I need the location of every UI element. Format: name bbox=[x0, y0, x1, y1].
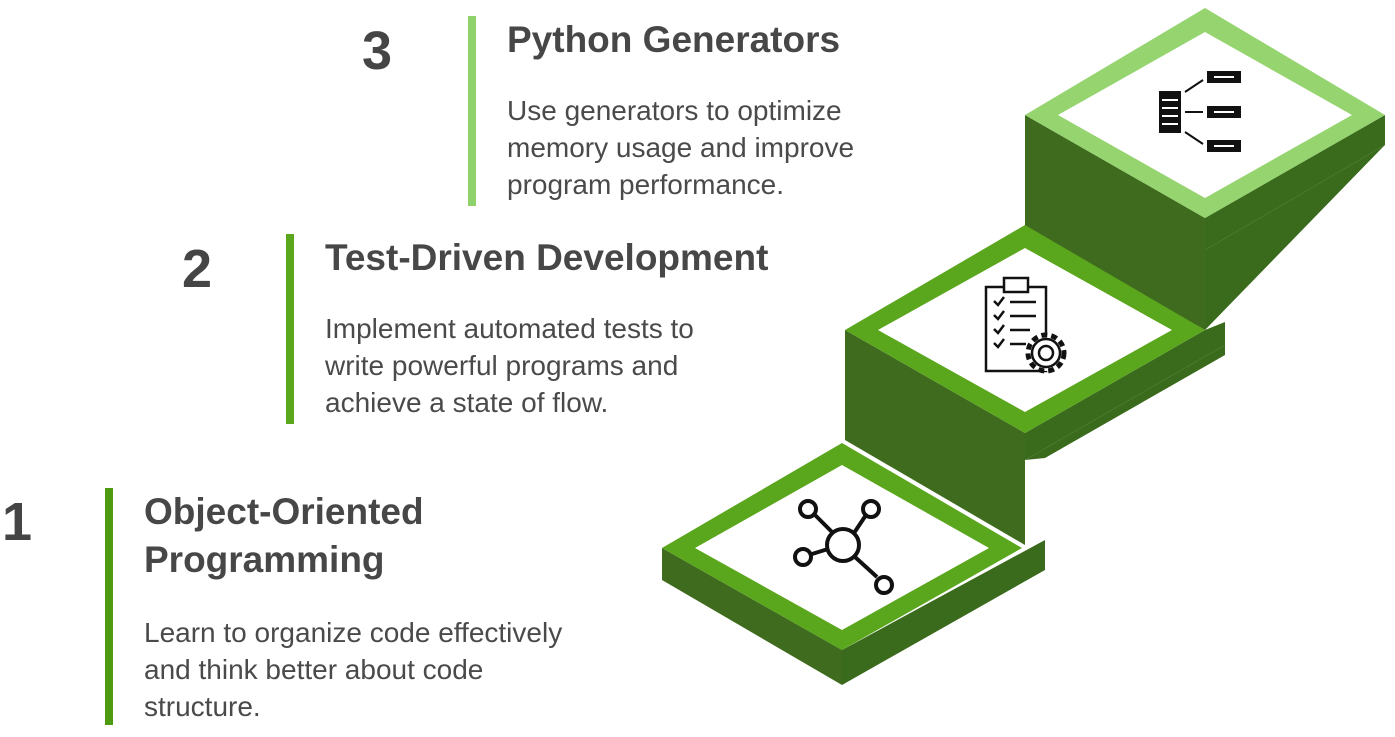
step-1-title-line: Object-Oriented bbox=[144, 491, 424, 532]
step-1-accent-bar bbox=[105, 488, 113, 725]
step-2-desc-line: write powerful programs and bbox=[325, 350, 679, 381]
step-1-desc-line: Learn to organize code effectively bbox=[144, 617, 563, 648]
step-3-desc-line: memory usage and improve bbox=[507, 132, 855, 163]
step-2-desc-line: achieve a state of flow. bbox=[325, 387, 609, 418]
step-1-desc-line: structure. bbox=[144, 691, 261, 722]
step-3-accent-bar bbox=[468, 16, 476, 206]
step-3-number: 3 bbox=[362, 21, 393, 81]
step-1-block bbox=[662, 443, 1045, 685]
step-1-description: Learn to organize code effectively and t… bbox=[144, 614, 562, 725]
step-2-accent-bar bbox=[286, 234, 294, 424]
step-1-number: 1 bbox=[2, 492, 33, 552]
step-3-desc-line: Use generators to optimize bbox=[507, 95, 842, 126]
step-1-title-line: Programming bbox=[144, 539, 385, 580]
step-2-title: Test-Driven Development bbox=[325, 237, 769, 278]
step-2-description: Implement automated tests to write power… bbox=[325, 310, 694, 421]
step-1-title: Object-Oriented Programming bbox=[144, 488, 424, 584]
step-3-title: Python Generators bbox=[507, 19, 841, 60]
clipboard-gear-icon bbox=[984, 276, 1067, 374]
network-hub-icon bbox=[793, 499, 894, 595]
generator-flow-icon bbox=[1159, 71, 1241, 152]
step-3-description: Use generators to optimize memory usage … bbox=[507, 92, 854, 203]
step-1-desc-line: and think better about code bbox=[144, 654, 484, 685]
step-2-number: 2 bbox=[182, 239, 213, 299]
step-3-block bbox=[1025, 8, 1385, 330]
step-2-desc-line: Implement automated tests to bbox=[325, 313, 694, 344]
step-3-desc-line: program performance. bbox=[507, 169, 785, 200]
